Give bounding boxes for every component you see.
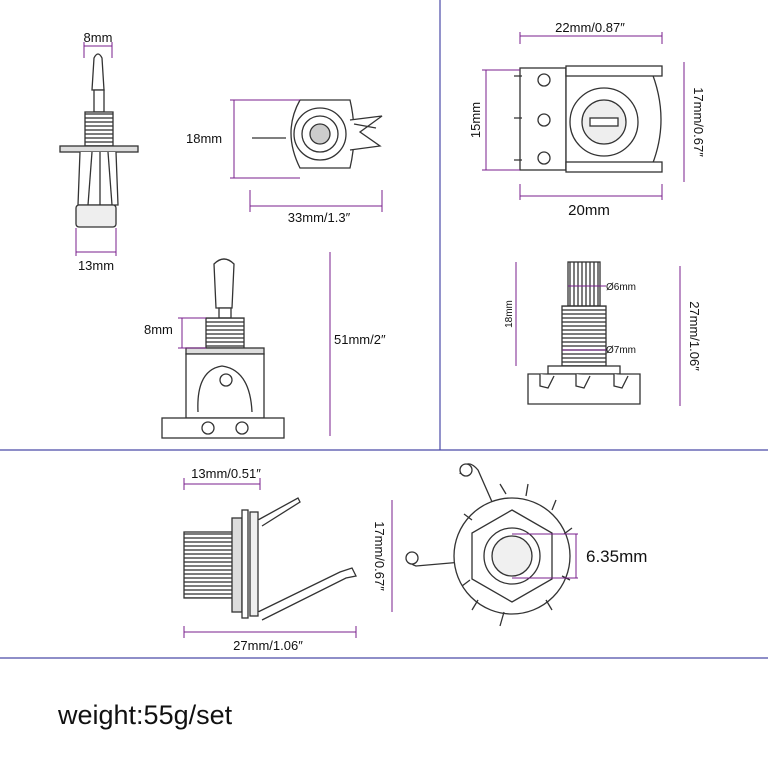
- toggle-side-length-label: 33mm/1.3″: [288, 210, 351, 225]
- toggle-front-dimensions: [75, 42, 117, 256]
- toggle-switch-side-view: [252, 99, 383, 169]
- jack-thread-length-label: 13mm/0.51″: [191, 466, 261, 481]
- toggle-nut-width-label: 8mm: [144, 322, 173, 337]
- potentiometer-side-view: [527, 261, 641, 405]
- toggle-body-width-label: 13mm: [78, 258, 114, 273]
- pot-thread-diameter-label: Ø7mm: [606, 345, 636, 356]
- weight-caption: weight:55g/set: [58, 700, 233, 730]
- jack-length-label: 27mm/1.06″: [233, 638, 303, 653]
- output-jack-front-view: [405, 463, 573, 627]
- pot-top-width-label: 22mm/0.87″: [555, 20, 625, 35]
- output-jack-dimensions: [183, 478, 393, 638]
- toggle-lever-width-label: 8mm: [84, 30, 113, 45]
- pot-body-width-label: 20mm: [568, 202, 610, 219]
- toggle-switch-full-view: [161, 258, 285, 439]
- jack-hole-dimension: [512, 533, 578, 579]
- pot-shaft-height-label: 18mm: [504, 300, 515, 328]
- toggle-side-height-label: 18mm: [186, 131, 222, 146]
- toggle-total-height-label: 51mm/2″: [334, 332, 386, 347]
- pot-side-height-label: 27mm/1.06″: [687, 301, 702, 371]
- pot-spline-diameter-label: Ø6mm: [606, 282, 636, 293]
- potentiometer-side-dimensions: [515, 262, 681, 406]
- toggle-full-dimensions: [178, 252, 331, 436]
- pot-total-height-label: 17mm/0.67″: [691, 87, 706, 157]
- panel-dividers: [0, 0, 768, 659]
- potentiometer-top-view: [514, 65, 663, 173]
- jack-hole-diameter-label: 6.35mm: [586, 547, 647, 566]
- pot-body-height-label: 15mm: [468, 102, 483, 138]
- potentiometer-top-dimensions: [482, 32, 685, 200]
- output-jack-side-view: [183, 497, 357, 621]
- jack-height-label: 17mm/0.67″: [372, 521, 387, 591]
- toggle-side-dimensions: [230, 99, 383, 212]
- toggle-switch-front-view: [59, 53, 139, 228]
